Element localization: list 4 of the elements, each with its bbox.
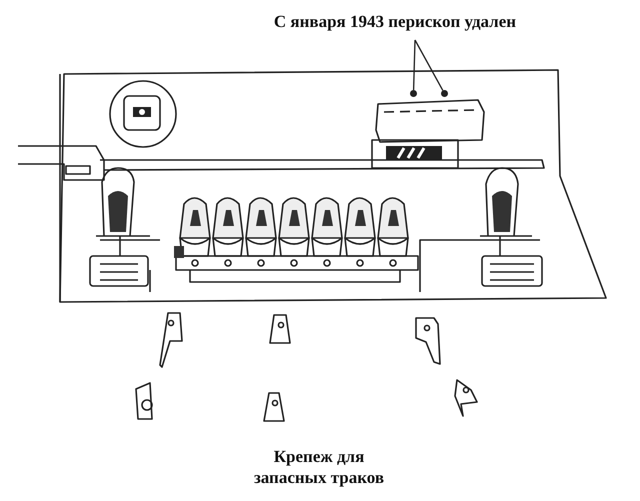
leader-line <box>412 40 416 90</box>
callout-text: С января 1943 перископ удален <box>230 12 560 36</box>
caption: Крепеж для запасных траков <box>252 446 386 488</box>
leader-line <box>414 40 444 91</box>
